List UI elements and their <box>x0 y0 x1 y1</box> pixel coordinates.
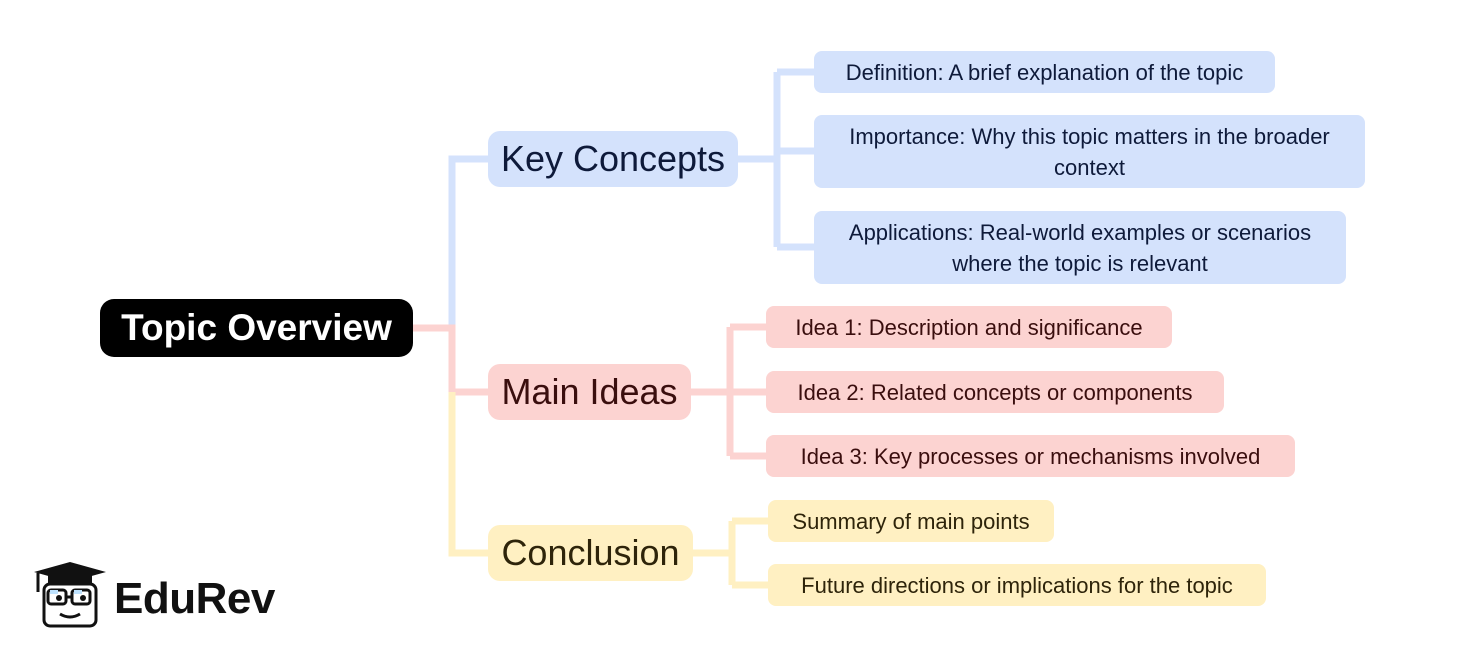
graduation-cap-icon <box>34 562 106 628</box>
leaf-node-idea-2: Idea 2: Related concepts or components <box>766 371 1224 413</box>
leaf-node-idea-1: Idea 1: Description and significance <box>766 306 1172 348</box>
branch-node-conclusion: Conclusion <box>488 525 693 581</box>
connector-key-concepts-children <box>737 68 815 251</box>
connector-root-key-concepts <box>412 155 490 332</box>
branch-node-key-concepts: Key Concepts <box>488 131 738 187</box>
connector-conclusion-children <box>692 517 770 589</box>
connector-root-main-ideas <box>412 324 490 396</box>
connector-root-conclusion <box>448 392 490 557</box>
leaf-node-applications: Applications: Real-world examples or sce… <box>814 211 1346 284</box>
leaf-node-future-directions: Future directions or implications for th… <box>768 564 1266 606</box>
leaf-node-definition: Definition: A brief explanation of the t… <box>814 51 1275 93</box>
connector-main-ideas-children <box>690 323 768 460</box>
logo-text: EduRev <box>114 574 275 623</box>
branch-node-main-ideas: Main Ideas <box>488 364 691 420</box>
root-node-topic-overview: Topic Overview <box>100 299 413 357</box>
leaf-node-idea-3: Idea 3: Key processes or mechanisms invo… <box>766 435 1295 477</box>
leaf-node-importance: Importance: Why this topic matters in th… <box>814 115 1365 188</box>
leaf-node-summary: Summary of main points <box>768 500 1054 542</box>
